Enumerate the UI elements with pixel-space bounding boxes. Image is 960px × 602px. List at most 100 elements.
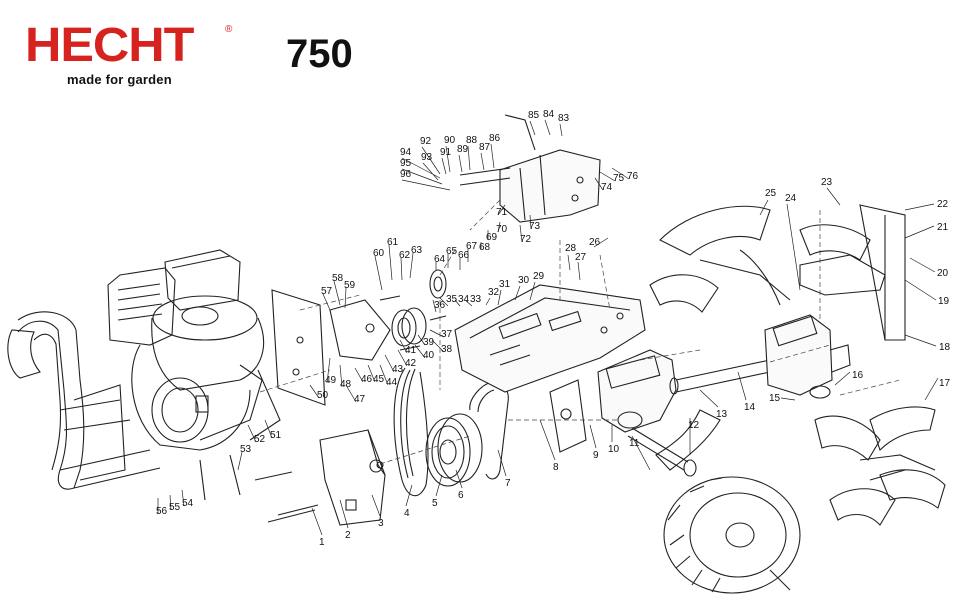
callout-2: 2 <box>345 530 351 541</box>
callout-6: 6 <box>458 490 464 501</box>
callout-72: 72 <box>520 234 532 245</box>
callout-61: 61 <box>387 237 399 248</box>
callout-84: 84 <box>543 109 555 120</box>
callout-71: 71 <box>496 207 508 218</box>
callout-59: 59 <box>344 280 356 291</box>
callout-65: 65 <box>446 246 458 257</box>
callout-95: 95 <box>400 158 412 169</box>
callout-46: 46 <box>361 374 373 385</box>
callout-23: 23 <box>821 177 833 188</box>
callout-34: 34 <box>458 294 470 305</box>
chassis-frame <box>454 284 646 393</box>
callout-45: 45 <box>373 374 385 385</box>
callout-13: 13 <box>716 409 728 420</box>
callout-67: 67 <box>466 241 478 252</box>
callout-48: 48 <box>340 379 352 390</box>
registered-mark: ® <box>225 24 233 35</box>
callout-11: 11 <box>629 438 640 449</box>
clutch-lever-assembly <box>459 114 601 223</box>
callout-labels: 1 2 3 4 5 6 7 8 9 10 11 12 13 14 15 16 1… <box>156 109 951 548</box>
callout-15: 15 <box>769 393 781 404</box>
callout-37: 37 <box>441 329 453 340</box>
tension-pulleys <box>329 269 447 361</box>
brand-name: HECHT <box>25 19 194 72</box>
callout-96: 96 <box>400 169 412 180</box>
callout-62: 62 <box>399 250 411 261</box>
callout-14: 14 <box>744 402 756 413</box>
callout-69: 69 <box>486 232 498 243</box>
rear-gearbox <box>764 314 851 399</box>
callout-28: 28 <box>565 243 577 254</box>
callout-21: 21 <box>937 222 949 233</box>
callout-7: 7 <box>505 478 511 489</box>
leader-lines <box>157 119 939 536</box>
callout-66: 66 <box>458 250 470 261</box>
tine-assembly-rear <box>649 204 906 341</box>
callout-19: 19 <box>938 296 950 307</box>
callout-56: 56 <box>156 506 168 517</box>
callout-27: 27 <box>575 252 587 263</box>
callout-85: 85 <box>528 110 540 121</box>
main-axle <box>669 359 771 395</box>
callout-76: 76 <box>627 171 639 182</box>
callout-39: 39 <box>423 337 435 348</box>
callout-8: 8 <box>553 462 559 473</box>
callout-16: 16 <box>852 370 864 381</box>
belt-cover <box>319 429 386 526</box>
callout-51: 51 <box>270 430 282 441</box>
callout-5: 5 <box>432 498 438 509</box>
callout-92: 92 <box>420 136 432 147</box>
callout-33: 33 <box>470 294 482 305</box>
callout-73: 73 <box>529 221 541 232</box>
callout-24: 24 <box>785 193 797 204</box>
callout-18: 18 <box>939 342 951 353</box>
callout-3: 3 <box>378 518 384 529</box>
callout-49: 49 <box>325 375 337 386</box>
callout-54: 54 <box>182 498 194 509</box>
callout-94: 94 <box>400 147 412 158</box>
callout-30: 30 <box>518 275 530 286</box>
callout-83: 83 <box>558 113 570 124</box>
callout-9: 9 <box>593 450 599 461</box>
drive-pulley <box>425 413 483 487</box>
callout-42: 42 <box>405 358 417 369</box>
callout-43: 43 <box>392 364 404 375</box>
model-number: 750 <box>286 32 353 76</box>
alignment-lines <box>259 199 901 465</box>
callout-75: 75 <box>613 173 625 184</box>
callout-36: 36 <box>434 300 446 311</box>
callout-31: 31 <box>499 279 511 290</box>
callout-26: 26 <box>589 237 601 248</box>
callout-87: 87 <box>479 142 491 153</box>
mounting-plate <box>249 289 326 441</box>
handlebar-frame <box>7 311 161 490</box>
callout-12: 12 <box>688 420 700 431</box>
callout-74: 74 <box>601 182 613 193</box>
callout-29: 29 <box>533 271 545 282</box>
callout-93: 93 <box>421 152 433 163</box>
wheel <box>655 409 801 594</box>
callout-32: 32 <box>488 287 500 298</box>
callout-38: 38 <box>441 344 453 355</box>
callout-20: 20 <box>937 268 949 279</box>
wheel-shaft <box>627 427 697 477</box>
callout-55: 55 <box>169 502 181 513</box>
callout-64: 64 <box>434 254 446 265</box>
callout-47: 47 <box>354 394 366 405</box>
callout-25: 25 <box>765 188 777 199</box>
callout-91: 91 <box>440 147 452 158</box>
callout-17: 17 <box>939 378 951 389</box>
callout-57: 57 <box>321 286 333 297</box>
callout-68: 68 <box>479 242 491 253</box>
callout-35: 35 <box>446 294 458 305</box>
brand-tagline: made for garden <box>67 72 172 87</box>
drive-belt <box>393 367 429 497</box>
callout-86: 86 <box>489 133 501 144</box>
fasteners <box>199 295 447 523</box>
callout-41: 41 <box>405 345 417 356</box>
hecht-logo: HECHT ® made for garden <box>25 22 265 94</box>
engine <box>107 249 265 451</box>
callout-53: 53 <box>240 444 252 455</box>
